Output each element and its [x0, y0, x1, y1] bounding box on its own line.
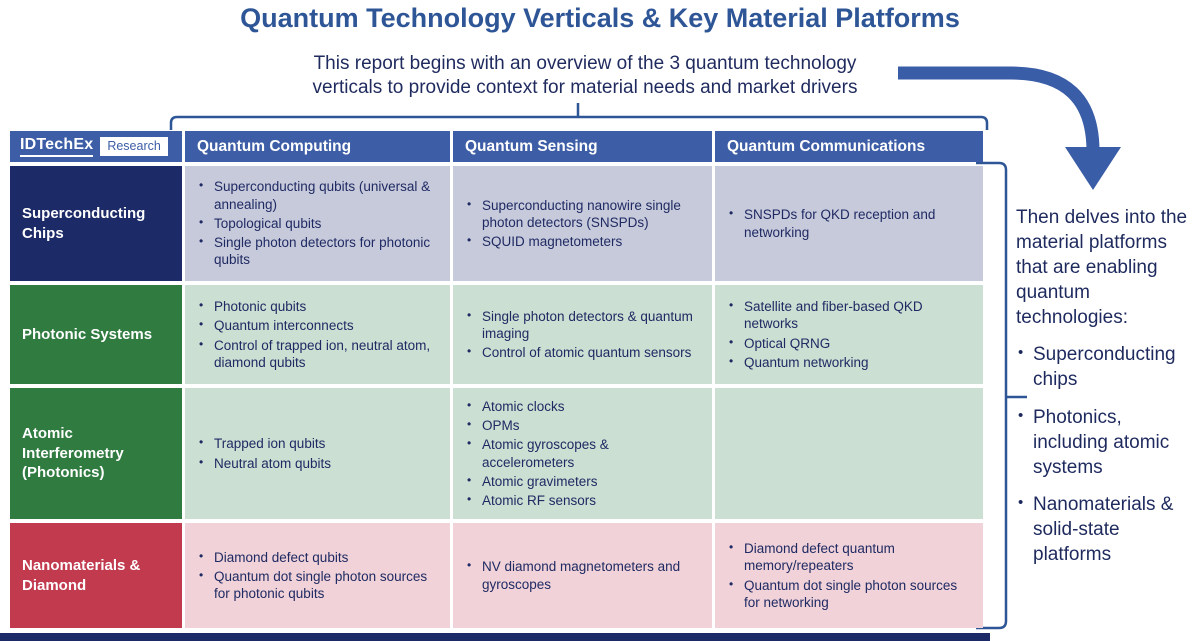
report-overview-note: This report begins with an overview of t… [312, 53, 858, 98]
bullet-item: Topological qubits [195, 215, 442, 232]
bullet-item: Trapped ion qubits [195, 435, 442, 452]
bullet-list: Superconducting nanowire single photon d… [463, 195, 704, 253]
bullet-item: Optical QRNG [725, 335, 975, 352]
bullet-item: Diamond defect qubits [195, 549, 442, 566]
row-label-atomic-interferometry: Atomic Interferometry (Photonics) [10, 388, 182, 519]
bullet-item: Photonics, including atomic systems [1016, 405, 1188, 480]
column-header-quantum-sensing: Quantum Sensing [453, 131, 712, 162]
bottom-accent-bar [0, 633, 990, 641]
bullet-item: Atomic gravimeters [463, 473, 704, 490]
bullet-item: Satellite and fiber-based QKD networks [725, 298, 975, 333]
bullet-list: Trapped ion qubitsNeutral atom qubits [195, 433, 442, 474]
bullet-item: Control of trapped ion, neutral atom, di… [195, 337, 442, 372]
bullet-list: Diamond defect qubitsQuantum dot single … [195, 547, 442, 605]
cell-nanomaterials-sensing: NV diamond magnetometers and gyroscopes [453, 523, 712, 628]
bullet-item: Diamond defect quantum memory/repeaters [725, 540, 975, 575]
right-bracket [976, 161, 1027, 630]
cell-photonic-sensing: Single photon detectors & quantum imagin… [453, 285, 712, 384]
bullet-list: Photonic qubitsQuantum interconnectsCont… [195, 296, 442, 373]
bullet-list: Satellite and fiber-based QKD networksOp… [725, 296, 975, 373]
bullet-item: Single photon detectors for photonic qub… [195, 234, 442, 269]
cell-photonic-computing: Photonic qubitsQuantum interconnectsCont… [185, 285, 450, 384]
cell-atomic-sensing: Atomic clocksOPMsAtomic gyroscopes & acc… [453, 388, 712, 519]
row-label-nanomaterials-diamond: Nanomaterials & Diamond [10, 523, 182, 628]
curved-down-arrow-icon [898, 66, 1121, 190]
logo-research-badge: Research [100, 137, 168, 156]
cell-superconducting-communications: SNSPDs for QKD reception and networking [715, 166, 983, 281]
column-header-quantum-computing: Quantum Computing [185, 131, 450, 162]
verticals-table: IDTechEx Research Quantum Computing Quan… [10, 131, 983, 628]
bullet-item: Superconducting chips [1016, 342, 1188, 392]
bullet-item: Atomic clocks [463, 398, 704, 415]
top-bracket [169, 103, 989, 130]
bullet-list: NV diamond magnetometers and gyroscopes [463, 556, 704, 595]
bullet-list: Atomic clocksOPMsAtomic gyroscopes & acc… [463, 396, 704, 512]
bullet-item: OPMs [463, 417, 704, 434]
bullet-item: Superconducting nanowire single photon d… [463, 197, 704, 232]
bullet-item: Nanomaterials & solid-state platforms [1016, 492, 1188, 567]
bullet-item: Neutral atom qubits [195, 455, 442, 472]
cell-nanomaterials-computing: Diamond defect qubitsQuantum dot single … [185, 523, 450, 628]
cell-nanomaterials-communications: Diamond defect quantum memory/repeatersQ… [715, 523, 983, 628]
bullet-list: Single photon detectors & quantum imagin… [463, 306, 704, 364]
idtechex-logo: IDTechEx Research [10, 131, 182, 162]
page-title: Quantum Technology Verticals & Key Mater… [240, 3, 960, 33]
side-note-bullet-list: Superconducting chipsPhotonics, includin… [1016, 342, 1188, 567]
cell-atomic-computing: Trapped ion qubitsNeutral atom qubits [185, 388, 450, 519]
bullet-item: SNSPDs for QKD reception and networking [725, 206, 975, 241]
cell-photonic-communications: Satellite and fiber-based QKD networksOp… [715, 285, 983, 384]
bullet-list: SNSPDs for QKD reception and networking [725, 204, 975, 243]
cell-superconducting-sensing: Superconducting nanowire single photon d… [453, 166, 712, 281]
bullet-item: SQUID magnetometers [463, 233, 704, 250]
bullet-item: Atomic gyroscopes & accelerometers [463, 436, 704, 471]
bullet-list: Superconducting qubits (universal & anne… [195, 176, 442, 270]
row-label-photonic-systems: Photonic Systems [10, 285, 182, 384]
bullet-item: Quantum networking [725, 354, 975, 371]
bullet-item: Photonic qubits [195, 298, 442, 315]
material-platforms-note: Then delves into the material platforms … [1016, 205, 1188, 567]
column-header-quantum-communications: Quantum Communications [715, 131, 983, 162]
bullet-item: Quantum dot single photon sources for ph… [195, 568, 442, 603]
bullet-item: Quantum dot single photon sources for ne… [725, 577, 975, 612]
bullet-item: Quantum interconnects [195, 317, 442, 334]
bullet-item: Atomic RF sensors [463, 492, 704, 509]
cell-superconducting-computing: Superconducting qubits (universal & anne… [185, 166, 450, 281]
bullet-item: Control of atomic quantum sensors [463, 344, 704, 361]
bullet-item: Single photon detectors & quantum imagin… [463, 308, 704, 343]
row-label-superconducting-chips: Superconducting Chips [10, 166, 182, 281]
bullet-item: NV diamond magnetometers and gyroscopes [463, 558, 704, 593]
logo-brand: IDTechEx [20, 136, 94, 157]
cell-atomic-communications [715, 388, 983, 519]
bullet-list: Diamond defect quantum memory/repeatersQ… [725, 538, 975, 613]
bullet-item: Superconducting qubits (universal & anne… [195, 178, 442, 213]
side-note-intro: Then delves into the material platforms … [1016, 207, 1188, 329]
